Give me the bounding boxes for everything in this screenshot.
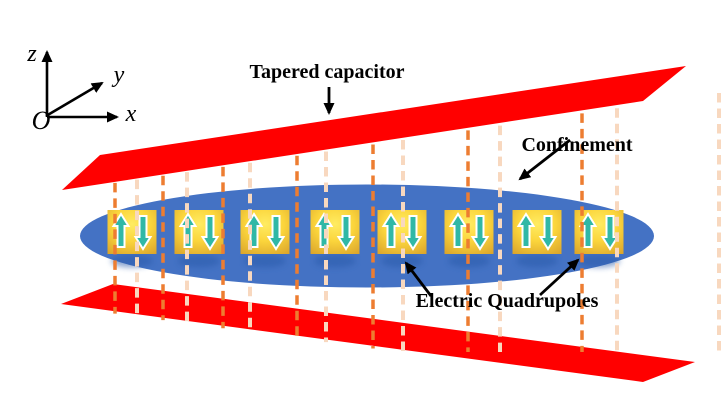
quadrupole-shadow	[178, 254, 220, 268]
quadrupole-right-pointer-arrow	[539, 258, 580, 297]
quadrupole-box	[512, 210, 562, 254]
y-axis-arrow	[45, 81, 104, 118]
quadrupole-cell	[310, 210, 360, 268]
down-arrow-icon	[133, 215, 153, 251]
down-arrow-icon	[336, 215, 356, 251]
confinement-pointer-arrow	[518, 138, 571, 181]
down-arrow-icon	[266, 215, 286, 251]
quadrupole-cell	[377, 210, 427, 268]
annotation-arrows	[323, 87, 580, 297]
tapered-capacitor-label: Tapered capacitor	[250, 61, 405, 83]
quadrupole-cell	[512, 210, 562, 268]
quadrupole-shadow	[578, 254, 620, 268]
up-arrow-icon	[516, 212, 536, 248]
top-capacitor-plate	[62, 66, 686, 190]
quadrupole-left-pointer-arrow	[404, 261, 433, 297]
bottom-capacitor-plate	[61, 284, 695, 382]
origin-label: O	[32, 106, 51, 135]
quadrupole-box	[240, 210, 290, 254]
confinement-label: Confinement	[521, 134, 632, 156]
up-arrow-icon	[178, 212, 198, 248]
electric-quadrupoles-label: Electric Quadrupoles	[416, 290, 599, 312]
confinement-ellipse	[80, 184, 654, 288]
coordinate-axes	[41, 50, 119, 123]
down-arrow-icon	[403, 215, 423, 251]
up-arrow-icon	[244, 212, 264, 248]
quadrupole-box	[174, 210, 224, 254]
quadrupole-shadow	[516, 254, 558, 268]
quadrupole-shadow	[244, 254, 286, 268]
quadrupole-box	[310, 210, 360, 254]
down-arrow-icon	[470, 215, 490, 251]
up-arrow-icon	[111, 212, 131, 248]
quadrupole-cell	[174, 210, 224, 268]
quadrupole-cell	[240, 210, 290, 268]
down-arrow-icon	[200, 215, 220, 251]
quadrupole-shadow	[111, 254, 153, 268]
up-arrow-icon	[448, 212, 468, 248]
z-axis-label: z	[26, 41, 37, 67]
up-arrow-icon	[381, 212, 401, 248]
quadrupole-box	[574, 210, 624, 254]
x-axis-label: x	[125, 101, 137, 127]
electrode-dashed-lines	[113, 93, 721, 352]
y-axis-label: y	[112, 62, 125, 88]
down-arrow-icon	[538, 215, 558, 251]
quadrupole-box	[377, 210, 427, 254]
quadrupole-shadow	[314, 254, 356, 268]
